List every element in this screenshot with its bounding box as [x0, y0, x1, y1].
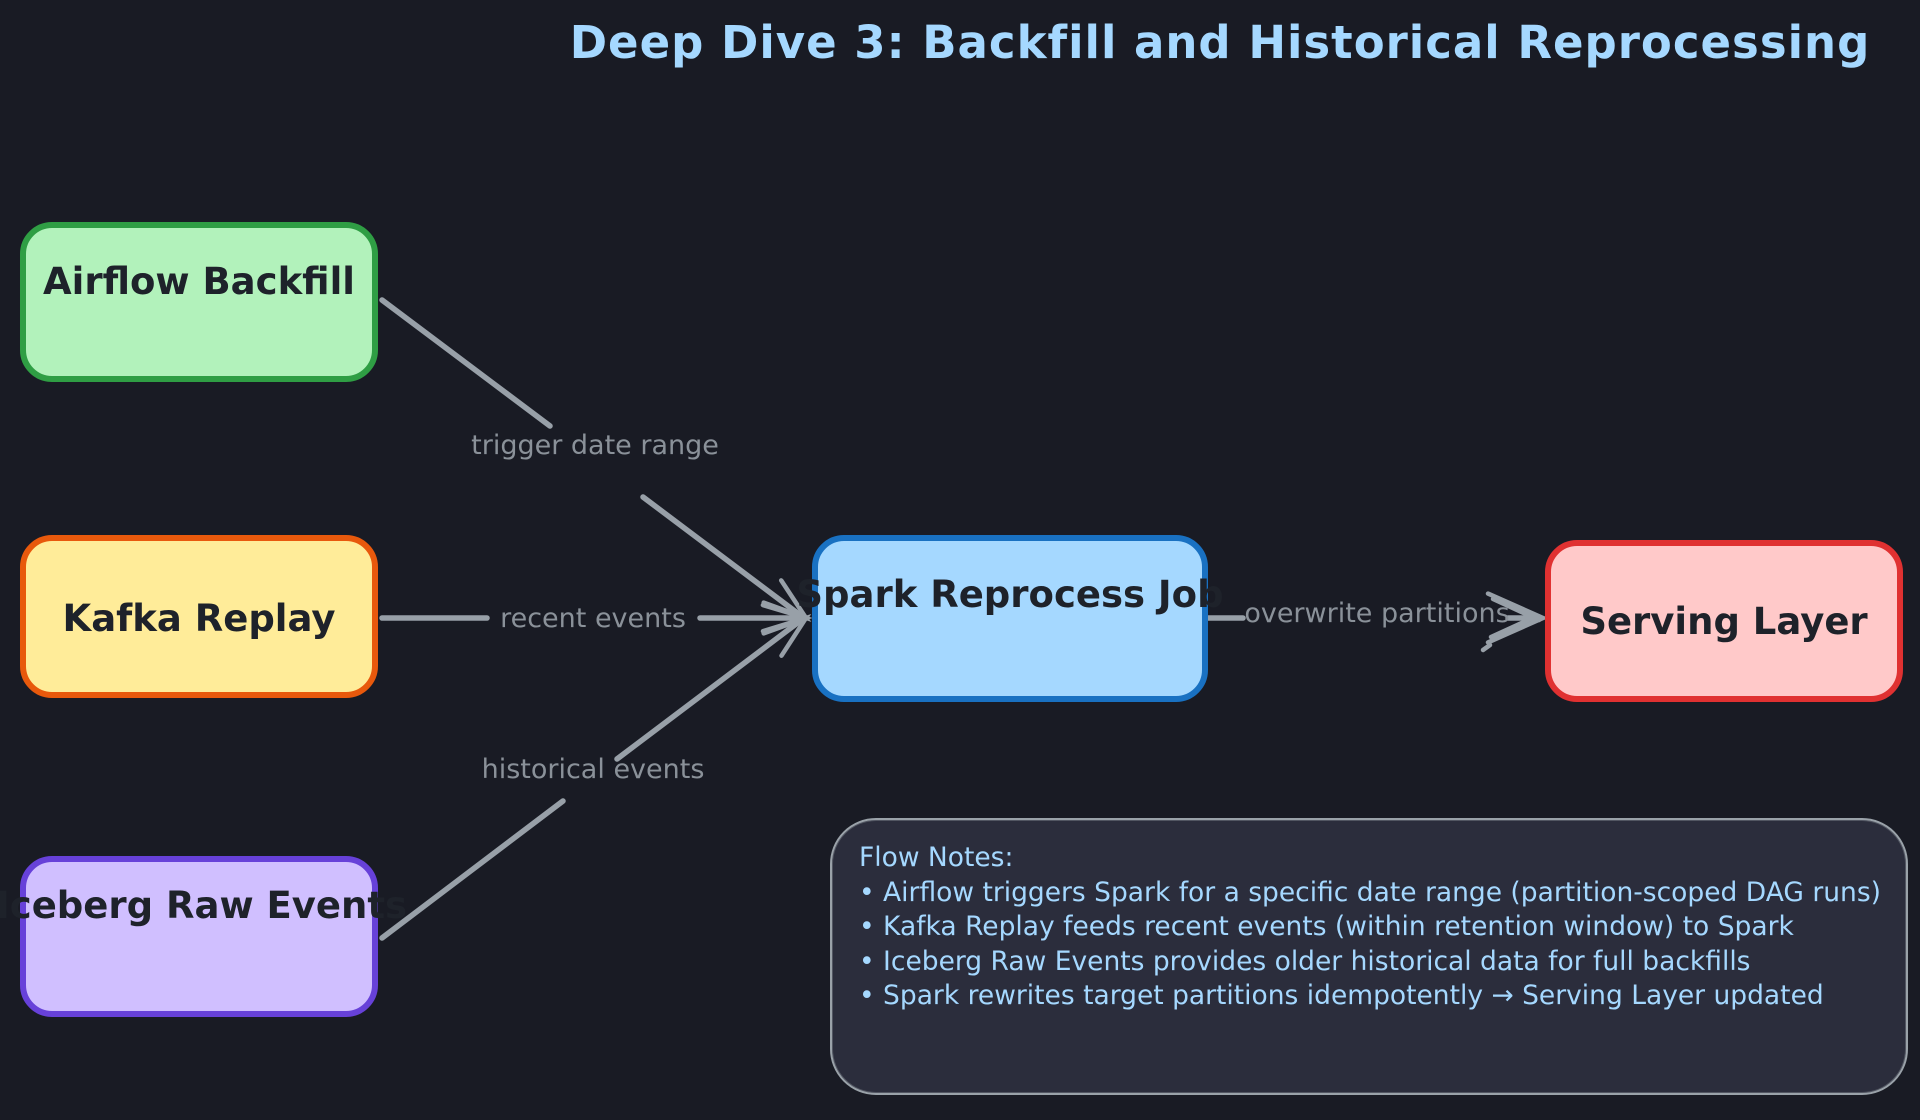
- flow-notes-title: Flow Notes:: [859, 842, 1014, 873]
- flow-notes-item-3: • Iceberg Raw Events provides older hist…: [859, 945, 1751, 977]
- flow-notes-item-1: • Airflow triggers Spark for a specific …: [859, 876, 1881, 908]
- node-airflow-backfill[interactable]: Airflow Backfill: [20, 222, 378, 382]
- edge-label-recent-events: recent events: [500, 603, 686, 634]
- edge-airflow-to-spark-segment-1: [379, 297, 553, 429]
- node-iceberg-raw-events[interactable]: Iceberg Raw Events: [0, 856, 407, 1017]
- diagram-title: Deep Dive 3: Backfill and Historical Rep…: [569, 16, 1871, 69]
- node-kafka-replay[interactable]: Kafka Replay: [20, 535, 378, 698]
- flow-notes-item-4: • Spark rewrites target partitions idemp…: [859, 980, 1824, 1011]
- edge-label-trigger-date-range: trigger date range: [471, 430, 719, 461]
- edge-label-overwrite-partitions: overwrite partitions: [1244, 598, 1510, 629]
- edge-spark-to-serving-arrowhead-sketch: [1480, 596, 1542, 653]
- edge-iceberg-to-spark-segment-2: [614, 618, 803, 762]
- edge-airflow-to-spark-segment-2: [640, 494, 803, 618]
- node-serving-layer[interactable]: Serving Layer: [1545, 540, 1903, 702]
- edge-label-historical-events: historical events: [481, 754, 705, 785]
- flow-notes-panel: Flow Notes: • Airflow triggers Spark for…: [830, 818, 1908, 1095]
- node-spark-reprocess-job-label: Spark Reprocess Job: [796, 573, 1224, 616]
- flow-notes-item-2: • Kafka Replay feeds recent events (with…: [859, 911, 1794, 942]
- node-spark-reprocess-job[interactable]: Spark Reprocess Job: [796, 535, 1224, 702]
- node-kafka-replay-label: Kafka Replay: [62, 597, 336, 640]
- edge-spark-to-serving-arrowhead: [1485, 591, 1549, 645]
- node-iceberg-raw-events-label: Iceberg Raw Events: [0, 884, 408, 927]
- edge-iceberg-to-spark-segment-1: [379, 798, 566, 941]
- node-serving-layer-label: Serving Layer: [1580, 600, 1868, 643]
- edge-iceberg-to-spark-arrowhead: [760, 614, 812, 658]
- node-airflow-backfill-label: Airflow Backfill: [43, 260, 355, 303]
